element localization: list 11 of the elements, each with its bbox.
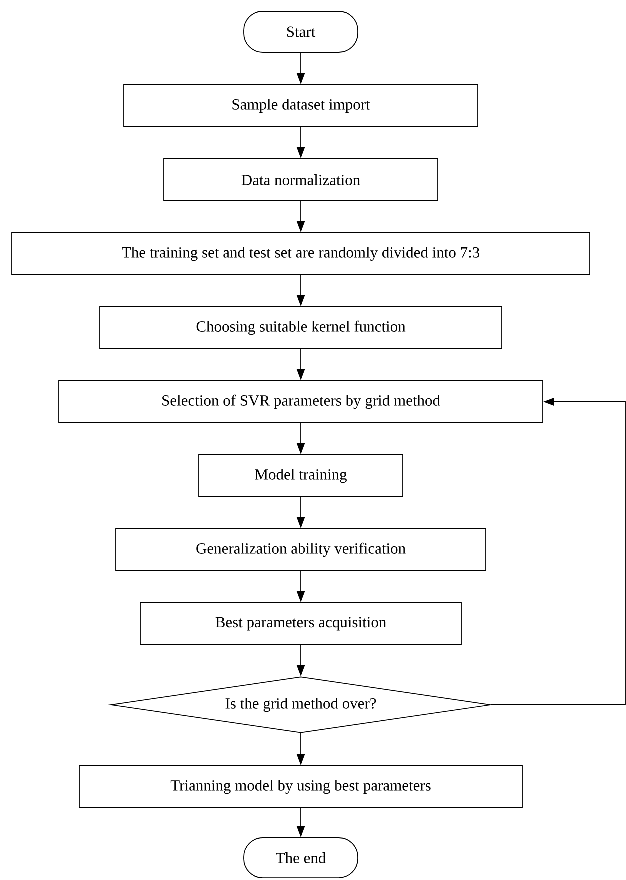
- process-box: Data normalization: [164, 158, 438, 202]
- process-box: Best parameters acquisition: [140, 602, 462, 646]
- process-box: Trianning model by using best parameters: [79, 766, 523, 808]
- process-box: The training set and test set are randomly divided into 7:3: [12, 232, 590, 276]
- process-box: Sample dataset import: [124, 84, 478, 128]
- terminal-box: Start: [244, 11, 358, 53]
- process-box: Selection of SVR parameters by grid method: [58, 380, 544, 424]
- process-box: Generalization ability verification: [116, 528, 486, 572]
- process-box: Choosing suitable kernel function: [100, 306, 502, 350]
- terminal-box: The end: [244, 838, 358, 878]
- process-box: Model training: [198, 454, 404, 498]
